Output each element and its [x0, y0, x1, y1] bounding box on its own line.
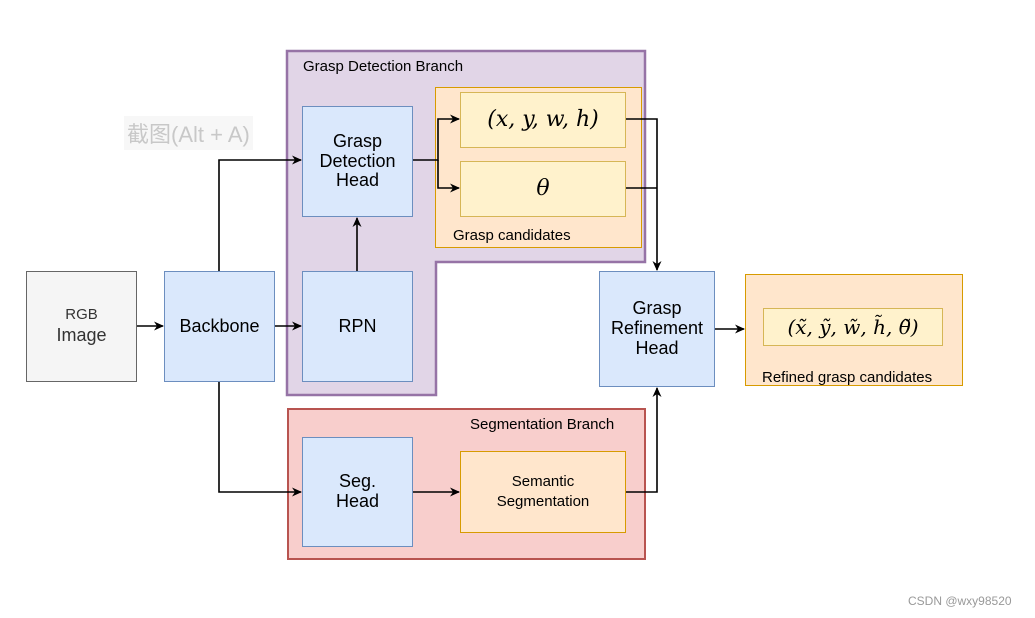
- grasp-detection-head-label-line3: Head: [335, 170, 380, 191]
- arrow-backbone-to-grasp-head: [218, 155, 302, 271]
- xywh-output-node: (x, y, w, h): [460, 92, 626, 148]
- grasp-detection-head-node: Grasp Detection Head: [302, 106, 413, 217]
- xywh-label: (x, y, w, h): [487, 106, 599, 132]
- semantic-segmentation-label-line1: Semantic: [511, 473, 575, 490]
- theta-output-node: θ: [460, 161, 626, 217]
- arrow-xywh-to-refinement: [626, 118, 662, 271]
- screenshot-watermark: 截图(Alt + A): [124, 116, 253, 150]
- seg-head-node: Seg. Head: [302, 437, 413, 547]
- rgb-image-label-line1: RGB: [65, 305, 98, 323]
- grasp-refinement-head-label-line3: Head: [635, 337, 679, 358]
- grasp-candidates-label: Grasp candidates: [453, 227, 571, 244]
- grasp-detection-branch-title: Grasp Detection Branch: [303, 58, 464, 75]
- theta-label: θ: [536, 175, 550, 201]
- arrow-grasp-head-to-theta: [437, 160, 460, 193]
- grasp-refinement-head-label-line1: Grasp: [632, 298, 682, 319]
- grasp-refinement-head-node: Grasp Refinement Head: [599, 271, 715, 387]
- arrow-semseg-to-refinement: [626, 387, 662, 493]
- rpn-label: RPN: [338, 315, 377, 336]
- semantic-segmentation-label-line2: Segmentation: [496, 492, 590, 510]
- backbone-node: Backbone: [164, 271, 275, 382]
- refined-grasp-candidates-label: Refined grasp candidates: [762, 369, 933, 386]
- seg-head-label-line1: Seg.: [338, 471, 377, 492]
- grasp-detection-head-label-line2: Detection: [319, 150, 396, 171]
- arrow-grasp-head-to-xywh: [413, 114, 460, 161]
- arrow-backbone-to-seg-head: [218, 382, 302, 497]
- rgb-image-node: RGB Image: [26, 271, 137, 382]
- csdn-credit: CSDN @wxy98520: [908, 594, 1012, 608]
- semantic-segmentation-node: Semantic Segmentation: [460, 451, 626, 533]
- backbone-label: Backbone: [179, 315, 260, 336]
- rgb-image-label-line2: Image: [56, 325, 107, 346]
- segmentation-branch-title: Segmentation Branch: [470, 416, 615, 433]
- seg-head-label-line2: Head: [335, 491, 380, 511]
- grasp-detection-head-label-line1: Grasp: [332, 130, 383, 151]
- grasp-refinement-head-label-line2: Refinement: [610, 318, 704, 339]
- refined-params-node: (x̃, ỹ, w̃, h̃, θ̃): [763, 308, 943, 346]
- refined-params-label: (x̃, ỹ, w̃, h̃, θ̃): [787, 315, 919, 339]
- rpn-node: RPN: [302, 271, 413, 382]
